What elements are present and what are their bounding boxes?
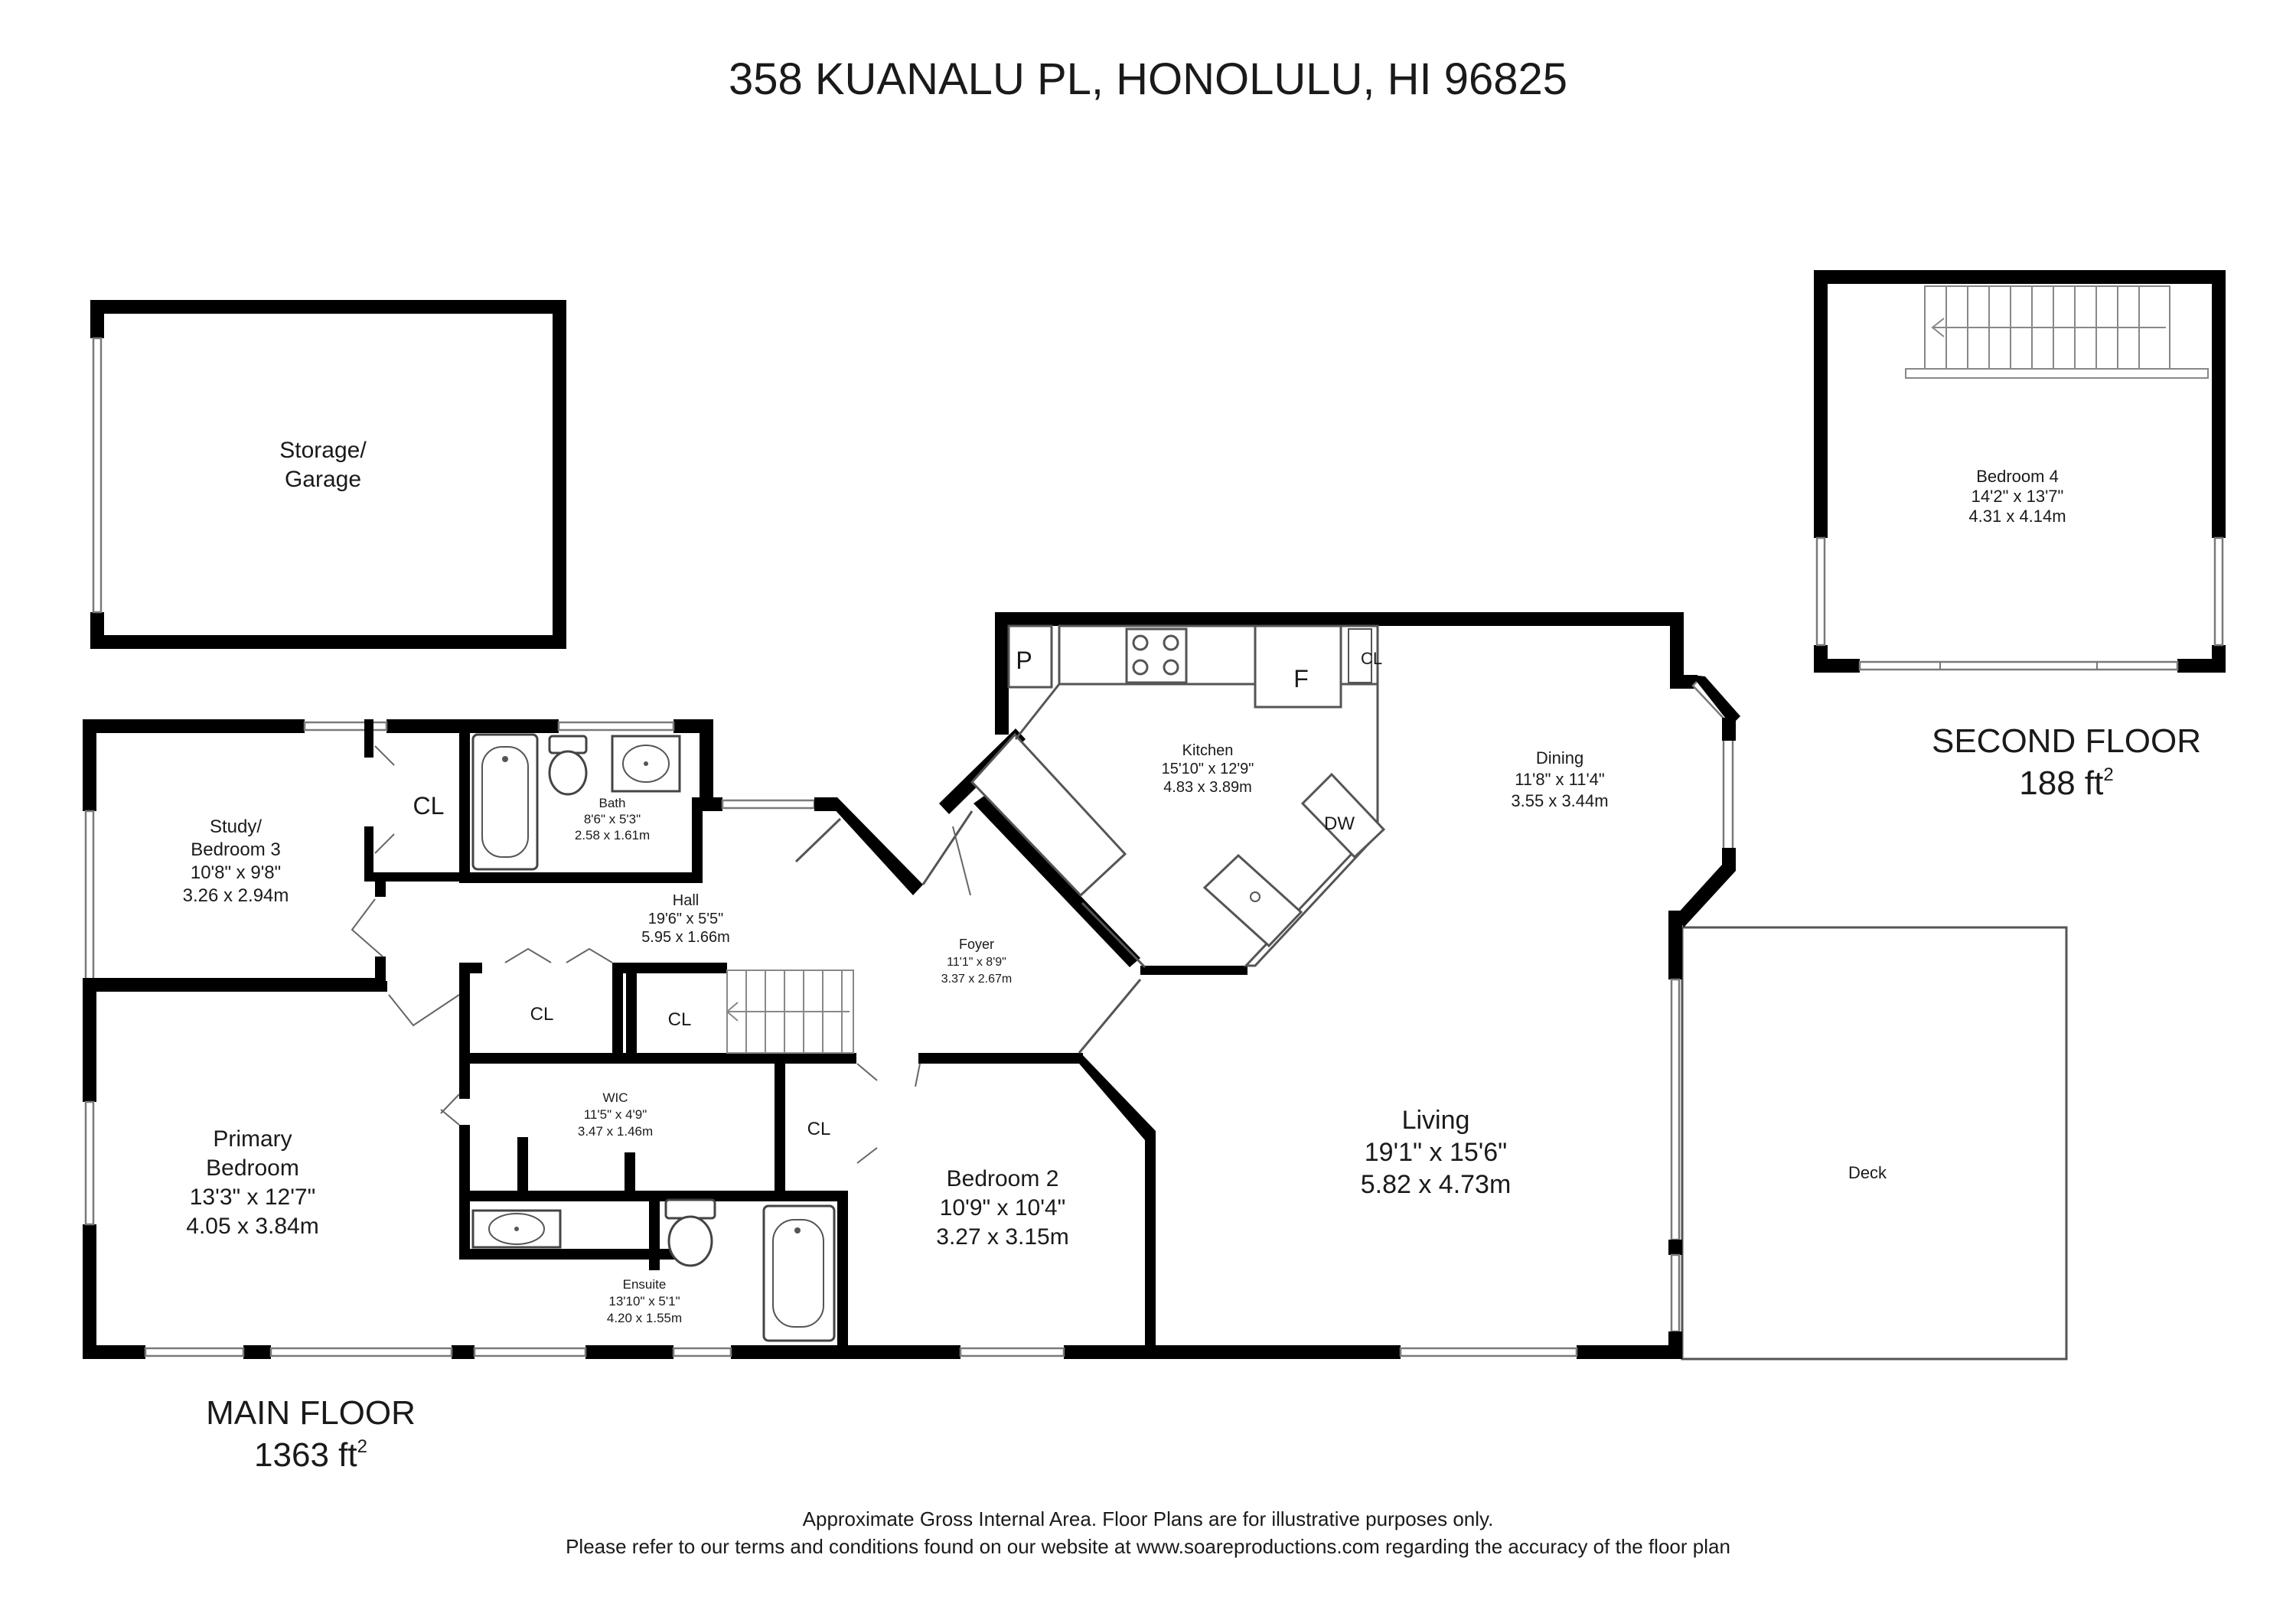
living-name: Living <box>1402 1106 1470 1135</box>
disclaimer-line2: Please refer to our terms and conditions… <box>566 1535 1730 1558</box>
bath-metric: 2.58 x 1.61m <box>575 828 650 842</box>
address-title: 358 KUANALU PL, HONOLULU, HI 96825 <box>729 54 1567 104</box>
storage-garage-walls <box>90 300 566 649</box>
dining-name: Dining <box>1536 748 1583 768</box>
primary-line2: Bedroom <box>206 1155 299 1181</box>
main-floor-area: 1363 ft2 <box>254 1436 367 1474</box>
fridge-label: F <box>1293 665 1309 693</box>
main-floor-label: MAIN FLOOR <box>206 1394 416 1432</box>
kitchen-metric: 4.83 x 3.89m <box>1163 779 1252 796</box>
storage-label-line2: Garage <box>285 467 361 492</box>
kitchen-imperial: 15'10" x 12'9" <box>1162 761 1254 777</box>
study-closet-label: CL <box>413 792 445 820</box>
bath-fixtures <box>471 733 836 1342</box>
ensuite-metric: 4.20 x 1.55m <box>607 1311 682 1325</box>
foyer-name: Foyer <box>959 937 994 952</box>
dining-imperial: 11'8" x 11'4" <box>1515 770 1604 789</box>
bedroom2-name: Bedroom 2 <box>947 1166 1059 1191</box>
second-floor-area: 188 ft2 <box>2019 764 2113 802</box>
hall-imperial: 19'6" x 5'5" <box>648 911 724 927</box>
wic-name: WIC <box>602 1090 628 1105</box>
study-imperial: 10'8" x 9'8" <box>191 862 281 883</box>
hall-closet2-label: CL <box>668 1009 692 1030</box>
bath-name: Bath <box>599 796 626 810</box>
dining-metric: 3.55 x 3.44m <box>1511 791 1608 810</box>
hall-name: Hall <box>673 892 699 909</box>
bedroom4-imperial: 14'2" x 13'7" <box>1971 487 2064 506</box>
primary-line1: Primary <box>213 1126 292 1152</box>
study-metric: 3.26 x 2.94m <box>183 885 289 906</box>
study-line2: Bedroom 3 <box>191 839 280 860</box>
deck-outline <box>1681 926 2068 1361</box>
bath-imperial: 8'6" x 5'3" <box>584 812 641 826</box>
foyer-metric: 3.37 x 2.67m <box>941 973 1013 986</box>
hall-closet1-label: CL <box>530 1004 554 1025</box>
staircase-second-floor <box>1905 285 2209 379</box>
main-floor-walls <box>83 612 1740 1359</box>
bedroom2-imperial: 10'9" x 10'4" <box>940 1195 1066 1221</box>
living-imperial: 19'1" x 15'6" <box>1365 1138 1507 1167</box>
primary-metric: 4.05 x 3.84m <box>186 1214 318 1239</box>
foyer-imperial: 11'1" x 8'9" <box>947 956 1006 969</box>
bedroom4-name: Bedroom 4 <box>1976 467 2059 486</box>
bedroom4-walls <box>1814 270 2226 673</box>
wic-metric: 3.47 x 1.46m <box>578 1124 653 1139</box>
second-floor-label: SECOND FLOOR <box>1932 722 2201 760</box>
hall-metric: 5.95 x 1.66m <box>641 929 730 946</box>
bedroom4-metric: 4.31 x 4.14m <box>1968 507 2066 526</box>
pantry-label: P <box>1016 647 1032 674</box>
study-line1: Study/ <box>210 816 262 837</box>
primary-imperial: 13'3" x 12'7" <box>190 1185 316 1210</box>
deck-name: Deck <box>1848 1163 1887 1182</box>
dishwasher-label: DW <box>1324 813 1355 834</box>
ensuite-name: Ensuite <box>623 1277 667 1292</box>
bedroom2-closet-label: CL <box>807 1119 831 1139</box>
wic-imperial: 11'5" x 4'9" <box>584 1107 647 1122</box>
kitchen-name: Kitchen <box>1182 742 1234 759</box>
labels: 358 KUANALU PL, HONOLULU, HI 96825 Stora… <box>183 54 2201 1558</box>
kitchen-closet-label: CL <box>1361 649 1382 668</box>
storage-label-line1: Storage/ <box>279 438 367 463</box>
living-metric: 5.82 x 4.73m <box>1361 1170 1512 1199</box>
interior-walls <box>83 719 1247 1353</box>
counters-and-doors <box>351 624 1386 1164</box>
ensuite-imperial: 13'10" x 5'1" <box>608 1294 680 1309</box>
bedroom2-metric: 3.27 x 3.15m <box>936 1224 1068 1250</box>
disclaimer-line1: Approximate Gross Internal Area. Floor P… <box>803 1507 1494 1530</box>
